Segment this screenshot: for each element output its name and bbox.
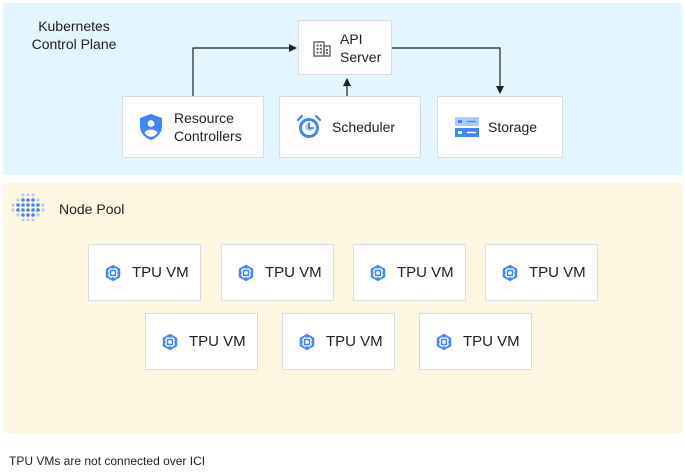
tpu-vm-label: TPU VM	[529, 263, 586, 281]
compute-engine-icon	[502, 264, 518, 281]
resource-controllers-label-line2: Controllers	[174, 128, 242, 144]
resource-controllers-box: Resource Controllers	[122, 96, 264, 158]
tpu-vm-label: TPU VM	[189, 332, 246, 350]
tpu-vm-box: TPU VM	[419, 313, 532, 370]
compute-engine-icon	[238, 264, 254, 281]
compute-engine-icon	[299, 333, 315, 350]
control-plane-label: Kubernetes Control Plane	[19, 17, 129, 53]
tpu-vm-box: TPU VM	[282, 313, 395, 370]
compute-engine-icon	[436, 333, 452, 350]
api-server-label: API Server	[340, 30, 381, 66]
shield-user-icon	[140, 114, 162, 140]
api-server-label-line1: API	[340, 30, 363, 47]
scheduler-box: Scheduler	[279, 96, 421, 158]
api-server-box: API Server	[298, 20, 392, 75]
control-plane-label-line2: Control Plane	[31, 36, 117, 52]
node-pool-label: Node Pool	[59, 201, 125, 217]
footnote: TPU VMs are not connected over ICI	[9, 454, 206, 468]
tpu-vm-label: TPU VM	[326, 332, 383, 350]
building-icon	[313, 40, 331, 57]
tpu-vm-box: TPU VM	[485, 244, 598, 301]
storage-box: Storage	[437, 96, 563, 158]
dot-grid-icon	[11, 193, 45, 222]
arrow-api-to-storage	[392, 47, 504, 94]
tpu-vm-box: TPU VM	[145, 313, 258, 370]
control-plane-label-line1: Kubernetes	[38, 18, 110, 34]
resource-controllers-label-line1: Resource	[174, 110, 234, 126]
storage-icon	[455, 117, 479, 137]
tpu-vm-label: TPU VM	[463, 332, 520, 350]
arrow-controllers-to-api	[192, 44, 297, 96]
tpu-vm-label: TPU VM	[397, 263, 454, 281]
resource-controllers-label: Resource Controllers	[174, 109, 242, 145]
tpu-vm-label: TPU VM	[265, 263, 322, 281]
node-pool-region	[3, 183, 683, 433]
clock-icon	[296, 114, 322, 138]
tpu-vm-label: TPU VM	[132, 263, 189, 281]
tpu-vm-box: TPU VM	[221, 244, 334, 301]
compute-engine-icon	[162, 333, 178, 350]
scheduler-label: Scheduler	[332, 119, 396, 135]
tpu-vm-box: TPU VM	[88, 244, 201, 301]
compute-engine-icon	[370, 264, 386, 281]
compute-engine-icon	[105, 264, 121, 281]
tpu-vm-box: TPU VM	[353, 244, 466, 301]
storage-label: Storage	[488, 119, 538, 135]
api-server-label-line2: Server	[340, 48, 382, 65]
